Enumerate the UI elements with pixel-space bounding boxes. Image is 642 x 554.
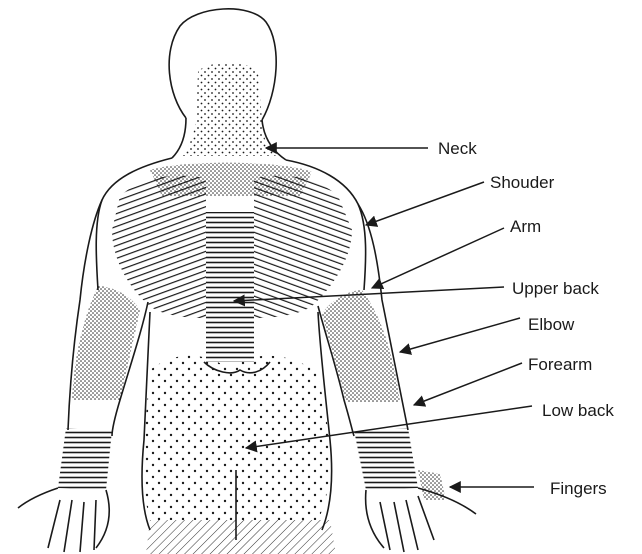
label-low-back: Low back bbox=[542, 401, 614, 420]
label-shoulder: Shouder bbox=[490, 173, 555, 192]
hand-left bbox=[18, 488, 109, 552]
neck-region bbox=[182, 63, 276, 156]
elbow-arrow bbox=[400, 318, 520, 352]
forearm-arrow bbox=[414, 363, 522, 405]
arm-arrow bbox=[372, 228, 504, 288]
body-illustration bbox=[18, 9, 476, 554]
upper-back-region bbox=[206, 212, 254, 362]
neck-outline-left bbox=[172, 118, 186, 158]
arm-left-dots bbox=[72, 286, 140, 400]
lower-hatch bbox=[146, 520, 336, 554]
label-fingers: Fingers bbox=[550, 479, 607, 498]
label-forearm: Forearm bbox=[528, 355, 592, 374]
label-elbow: Elbow bbox=[528, 315, 575, 334]
forearm-left-region bbox=[58, 428, 112, 490]
label-neck: Neck bbox=[438, 139, 477, 158]
hand-right bbox=[366, 488, 476, 552]
upper-torso-dots bbox=[150, 163, 312, 196]
shoulder-region-right bbox=[254, 176, 352, 318]
label-upper-back: Upper back bbox=[512, 279, 599, 298]
region-labels: Neck Shouder Arm Upper back Elbow Forear… bbox=[438, 139, 614, 498]
fingers-right-dots bbox=[418, 470, 446, 500]
shoulder-arrow bbox=[366, 182, 484, 225]
arm-right-dots bbox=[322, 290, 400, 402]
label-arm: Arm bbox=[510, 217, 541, 236]
forearm-right-region bbox=[354, 428, 418, 490]
